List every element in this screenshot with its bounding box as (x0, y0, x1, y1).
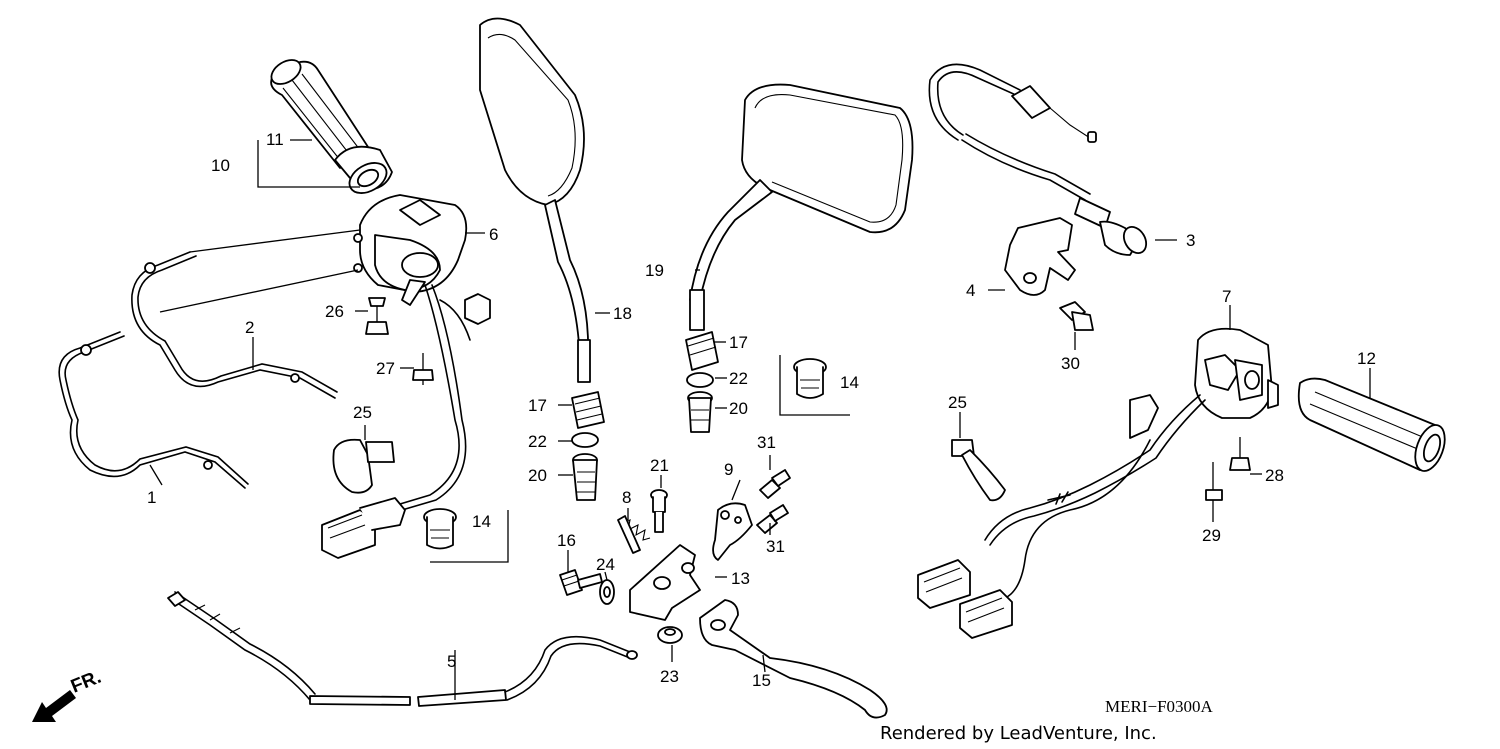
left-switch-housing (321, 194, 491, 559)
callout-25-right: 25 (948, 393, 967, 412)
callout-11: 11 (266, 130, 284, 149)
callout-26: 26 (325, 302, 344, 321)
right-mirror (689, 83, 914, 331)
callout-24: 24 (596, 555, 615, 574)
callout-14-left: 14 (472, 512, 491, 531)
lever-bracket (559, 469, 791, 644)
callout-2: 2 (245, 318, 254, 337)
credit-line: Rendered by LeadVenture, Inc. (880, 723, 1157, 744)
clutch-cable (167, 591, 638, 707)
callout-1: 1 (147, 488, 156, 507)
cap-right (779, 355, 850, 416)
callout-31-top: 31 (757, 433, 776, 452)
front-label: FR. (68, 667, 104, 698)
screws (365, 297, 1251, 505)
callout-12: 12 (1357, 349, 1376, 368)
callout-25-left: 25 (353, 403, 372, 422)
callout-15: 15 (752, 671, 771, 690)
leader-lines (149, 139, 1371, 700)
callout-16: 16 (557, 531, 576, 550)
callout-13: 13 (731, 569, 750, 588)
throttle-grip (270, 59, 393, 194)
mirror-adapter-right (685, 331, 719, 433)
callout-numbers: 1 2 3 4 5 6 7 8 9 10 11 12 13 14 14 15 1… (147, 130, 1376, 690)
callout-30: 30 (1061, 354, 1080, 373)
callout-29: 29 (1202, 526, 1221, 545)
callout-4: 4 (966, 281, 975, 300)
right-switch-housing (917, 327, 1279, 639)
cable-bands (332, 438, 1006, 502)
callout-18: 18 (613, 304, 632, 323)
choke-cable (928, 63, 1148, 331)
mirror-adapter-left (571, 391, 605, 501)
callout-28: 28 (1265, 466, 1284, 485)
callout-10: 10 (211, 156, 230, 175)
right-grip (1297, 377, 1446, 472)
throttle-cables (58, 229, 361, 489)
callout-21: 21 (650, 456, 669, 475)
diagram-code: MERI−F0300A (1105, 697, 1214, 716)
callout-31-bottom: 31 (766, 537, 785, 556)
clutch-lever (699, 599, 888, 719)
callout-7: 7 (1222, 287, 1231, 306)
callout-8: 8 (622, 488, 631, 507)
callout-6: 6 (489, 225, 498, 244)
callout-9: 9 (724, 460, 733, 479)
front-arrow-icon (32, 690, 76, 722)
callout-17-left: 17 (528, 396, 547, 415)
callout-19: 19 (645, 261, 664, 280)
front-arrow: FR. (32, 667, 104, 722)
callout-14-right: 14 (840, 373, 859, 392)
callout-17-right: 17 (729, 333, 748, 352)
callout-27: 27 (376, 359, 395, 378)
left-mirror (479, 17, 591, 383)
cap-left (423, 508, 509, 563)
callout-22-right: 22 (729, 369, 748, 388)
callout-20-left: 20 (528, 466, 547, 485)
callout-3: 3 (1186, 231, 1195, 250)
callout-5: 5 (447, 652, 456, 671)
callout-22-left: 22 (528, 432, 547, 451)
callout-23: 23 (660, 667, 679, 686)
callout-20-right: 20 (729, 399, 748, 418)
